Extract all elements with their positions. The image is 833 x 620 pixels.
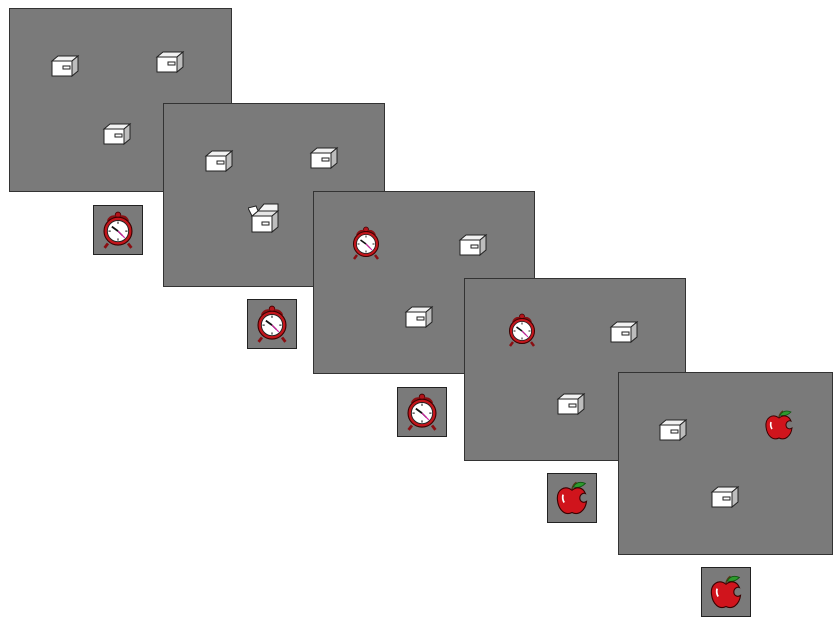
alarm-clock-icon [349,226,383,260]
alarm-clock-icon [403,393,441,431]
box-icon [456,228,490,262]
alarm-clock-icon [99,211,137,249]
alarm-clock-icon [505,313,539,347]
apple-icon [553,479,591,517]
box-icon [307,141,341,175]
box-icon [656,413,690,447]
cue-thumbnail-3 [397,387,447,437]
cue-thumbnail-5 [701,567,751,617]
box-icon [48,49,82,83]
apple-icon [762,408,796,442]
box-icon [708,480,742,514]
open-box-icon [248,202,282,236]
box-icon [202,144,236,178]
screen-frame-5 [618,372,833,555]
box-icon [402,300,436,334]
box-icon [100,117,134,151]
alarm-clock-icon [253,305,291,343]
cue-thumbnail-1 [93,205,143,255]
cue-thumbnail-2 [247,299,297,349]
box-icon [153,45,187,79]
apple-icon [707,573,745,611]
box-icon [607,315,641,349]
cue-thumbnail-4 [547,473,597,523]
box-icon [554,387,588,421]
